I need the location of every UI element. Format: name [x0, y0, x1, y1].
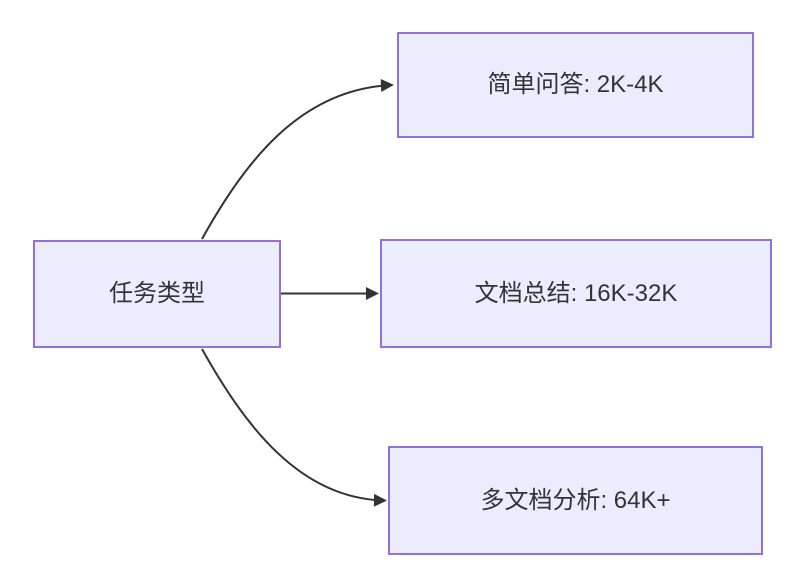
node-doc-summary-label: 文档总结: 16K-32K	[474, 279, 678, 307]
node-doc-summary: 文档总结: 16K-32K	[380, 239, 772, 348]
edge-task-type-to-simple-qa	[201, 78, 394, 240]
node-multi-doc: 多文档分析: 64K+	[388, 446, 763, 555]
node-simple-qa: 简单问答: 2K-4K	[397, 32, 754, 138]
node-task-type: 任务类型	[33, 240, 281, 348]
node-simple-qa-label: 简单问答: 2K-4K	[487, 71, 664, 99]
edge-task-type-to-multi-doc	[201, 348, 387, 507]
node-task-type-label: 任务类型	[109, 280, 205, 308]
node-multi-doc-label: 多文档分析: 64K+	[480, 486, 671, 514]
